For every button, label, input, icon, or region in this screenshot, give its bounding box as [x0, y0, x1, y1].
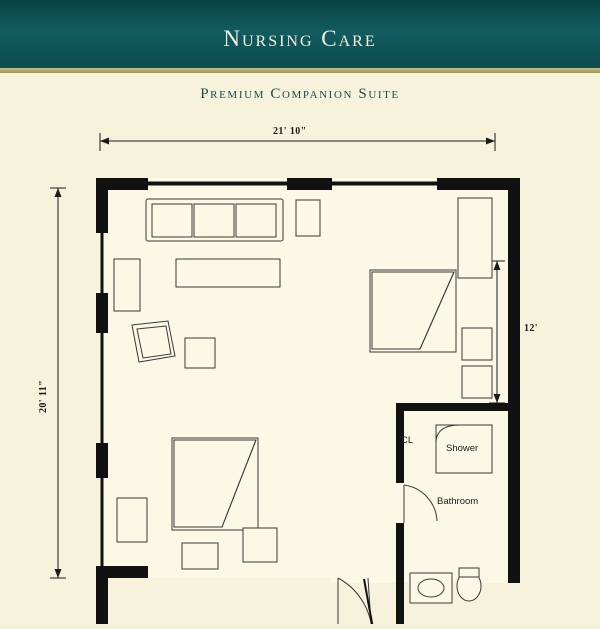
header-gold-rule — [0, 68, 600, 73]
entry-door-leaf — [363, 578, 375, 629]
dimension-left-height: 20' 11" — [38, 379, 49, 413]
room-label-bathroom: Bathroom — [437, 496, 479, 507]
side-table-2 — [184, 337, 216, 369]
floorplan-diagram: 21' 10" 20' 11" 12' CL Shower Bathroom — [0, 73, 600, 629]
room-label-shower: Shower — [446, 443, 479, 454]
dimension-right-height: 12' — [524, 323, 538, 334]
side-table-1 — [295, 199, 321, 237]
vanity — [409, 572, 453, 604]
room-label-closet: CL — [401, 435, 414, 446]
furniture — [113, 197, 493, 604]
bed-lower — [171, 437, 259, 531]
header-band — [0, 0, 600, 68]
console-table — [175, 258, 281, 288]
toilet — [456, 567, 482, 602]
nightstand-4 — [181, 542, 219, 570]
armchair — [131, 320, 176, 363]
nightstand-2 — [461, 365, 493, 399]
dimension-arrows — [50, 133, 505, 579]
page-title: Nursing Care — [223, 26, 377, 51]
nightstand-3 — [116, 497, 148, 543]
dimension-top-width: 21' 10" — [273, 126, 307, 137]
bed-upper — [369, 269, 457, 353]
nightstand-1 — [461, 327, 493, 361]
sofa — [145, 198, 284, 242]
wardrobe-right — [457, 197, 493, 279]
dresser-left — [113, 258, 141, 312]
lower-left-wall — [96, 566, 108, 629]
interior-walls — [396, 403, 520, 629]
floorplan-svg — [50, 133, 520, 629]
suite-subtitle: Premium Companion Suite — [200, 86, 400, 102]
shower-stall — [435, 424, 493, 474]
nightstand-5 — [242, 527, 278, 563]
